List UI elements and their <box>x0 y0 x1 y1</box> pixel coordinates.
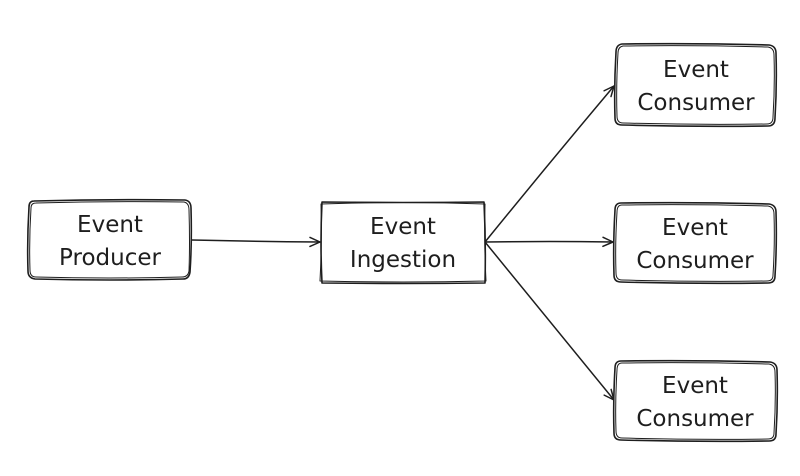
node-box <box>612 201 778 285</box>
node-label-line2: Producer <box>59 245 161 271</box>
node-label-line2: Consumer <box>636 248 754 274</box>
edges <box>191 85 615 401</box>
node-label-line2: Consumer <box>636 406 754 432</box>
node-label-line2: Ingestion <box>350 247 456 273</box>
edge-ingestion-to-consumer-3 <box>484 241 615 401</box>
node-box-sketch <box>615 362 776 440</box>
node-label-line1: Event <box>77 212 143 238</box>
node-box <box>613 42 778 128</box>
node-box-sketch <box>319 202 487 283</box>
node-label-line1: Event <box>662 373 728 399</box>
node-box-sketch <box>615 204 775 282</box>
node-label-line2: Consumer <box>637 90 755 116</box>
node-event-ingestion[interactable]: Event Ingestion <box>319 201 487 285</box>
node-event-consumer-1[interactable]: Event Consumer <box>613 42 778 128</box>
edge-ingestion-to-consumer-2 <box>484 236 614 248</box>
node-event-consumer-3[interactable]: Event Consumer <box>612 359 779 443</box>
node-box <box>612 359 779 443</box>
edge-producer-to-ingestion <box>191 236 321 248</box>
node-event-consumer-2[interactable]: Event Consumer <box>612 201 778 285</box>
node-box-sketch <box>616 45 775 125</box>
node-event-producer[interactable]: Event Producer <box>26 198 193 281</box>
node-label-line1: Event <box>370 214 436 240</box>
node-label-line1: Event <box>663 57 729 83</box>
node-box <box>26 198 193 281</box>
node-label-line1: Event <box>662 215 728 241</box>
node-box-sketch <box>29 201 190 279</box>
edge-ingestion-to-consumer-1 <box>484 85 615 243</box>
